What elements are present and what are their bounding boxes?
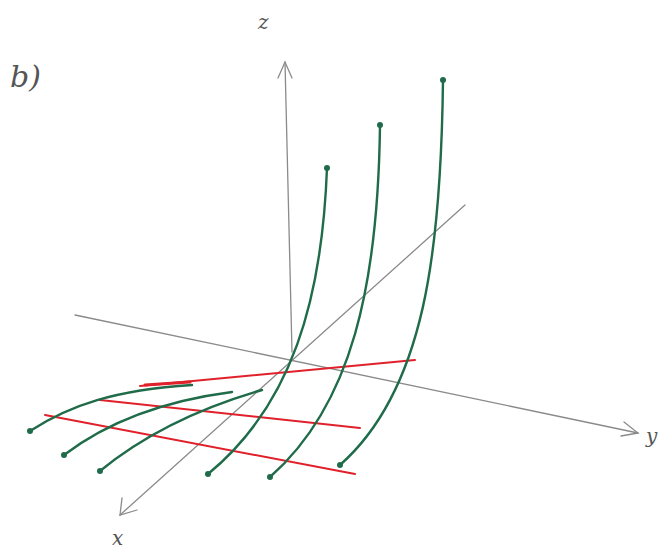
green-curve [340,80,443,465]
green-curve [208,168,327,474]
axis-label: z [258,12,269,32]
green-curve [100,390,262,471]
y-arrowhead [621,422,638,436]
x-arrowhead [120,498,137,515]
z-arrowhead [278,62,292,78]
axis-label: x [112,528,123,548]
axis-label: y [646,426,657,446]
z-axis [285,62,292,352]
green-curve [64,392,232,455]
part-label: b) [10,62,41,92]
x-axis [120,205,465,515]
red-line [140,360,415,386]
green-curve [270,125,380,477]
red-line [45,415,355,474]
green-curve [30,385,192,431]
